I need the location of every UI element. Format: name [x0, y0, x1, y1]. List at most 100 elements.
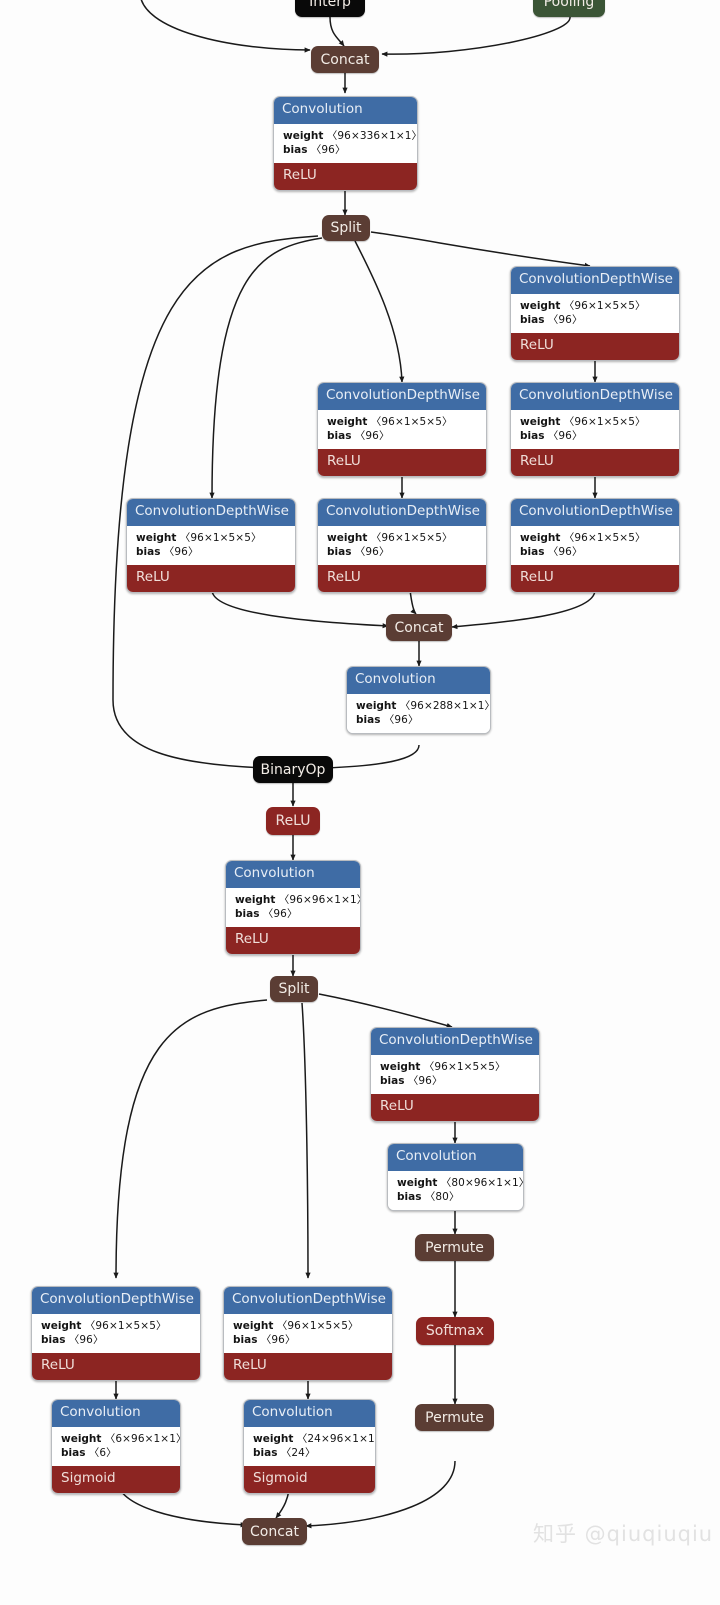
node-dw-r1-c3[interactable]: ConvolutionDepthWise weight 〈96×1×5×5〉 b…: [510, 266, 680, 361]
node-interp-label: Interp: [309, 0, 351, 10]
node-title: ConvolutionDepthWise: [318, 383, 486, 410]
node-dw-r3-c2[interactable]: ConvolutionDepthWise weight 〈96×1×5×5〉 b…: [317, 498, 487, 593]
node-dw-r3-c1[interactable]: ConvolutionDepthWise weight 〈96×1×5×5〉 b…: [126, 498, 296, 593]
node-split-bottom[interactable]: Split: [270, 976, 318, 1002]
param-weight: weight 〈96×1×5×5〉: [520, 531, 646, 544]
param-bias: bias 〈96〉: [283, 144, 346, 157]
param-bias: bias 〈6〉: [61, 1447, 117, 1460]
node-activation: Sigmoid: [52, 1466, 180, 1493]
node-params: weight 〈96×1×5×5〉 bias 〈96〉: [511, 293, 679, 334]
param-weight: weight 〈96×1×5×5〉: [233, 1319, 359, 1332]
node-activation: ReLU: [511, 333, 679, 360]
node-convolution-288[interactable]: Convolution weight 〈96×288×1×1〉 bias 〈96…: [346, 666, 491, 735]
node-activation: ReLU: [511, 449, 679, 476]
param-bias: bias 〈96〉: [233, 1334, 296, 1347]
param-weight: weight 〈6×96×1×1〉: [61, 1432, 181, 1445]
node-dw-attention[interactable]: ConvolutionDepthWise weight 〈96×1×5×5〉 b…: [370, 1027, 540, 1122]
node-params: weight 〈96×1×5×5〉 bias 〈96〉: [371, 1054, 539, 1095]
node-params: weight 〈96×1×5×5〉 bias 〈96〉: [511, 525, 679, 566]
param-weight: weight 〈96×288×1×1〉: [356, 699, 491, 712]
param-weight: weight 〈96×1×5×5〉: [520, 415, 646, 428]
node-interp[interactable]: Interp: [295, 0, 365, 17]
node-binaryop[interactable]: BinaryOp: [253, 756, 333, 783]
node-title: Convolution: [244, 1400, 375, 1427]
node-dw-r3-c3[interactable]: ConvolutionDepthWise weight 〈96×1×5×5〉 b…: [510, 498, 680, 593]
node-activation: ReLU: [274, 163, 417, 190]
node-binaryop-label: BinaryOp: [260, 761, 326, 778]
node-concat-top-label: Concat: [320, 51, 370, 68]
node-title: Convolution: [388, 1144, 523, 1171]
node-relu-label: ReLU: [275, 813, 311, 829]
watermark: 知乎 @qiuqiuqiu: [533, 1522, 714, 1546]
node-title: ConvolutionDepthWise: [32, 1287, 200, 1314]
node-params: weight 〈96×336×1×1〉 bias 〈96〉: [274, 123, 418, 164]
node-activation: ReLU: [127, 565, 295, 592]
param-bias: bias 〈96〉: [380, 1075, 443, 1088]
node-pooling[interactable]: Pooling: [533, 0, 605, 17]
node-convolution-6[interactable]: Convolution weight 〈6×96×1×1〉 bias 〈6〉 S…: [51, 1399, 181, 1494]
node-activation: ReLU: [224, 1353, 392, 1380]
node-title: Convolution: [347, 667, 490, 694]
param-bias: bias 〈96〉: [235, 908, 298, 921]
node-title: Convolution: [52, 1400, 180, 1427]
node-convolution-336[interactable]: Convolution weight 〈96×336×1×1〉 bias 〈96…: [273, 96, 418, 191]
node-title: ConvolutionDepthWise: [511, 267, 679, 294]
node-title: ConvolutionDepthWise: [318, 499, 486, 526]
param-bias: bias 〈96〉: [520, 314, 583, 327]
node-convolution-24[interactable]: Convolution weight 〈24×96×1×1〉 bias 〈24〉…: [243, 1399, 376, 1494]
node-title: ConvolutionDepthWise: [224, 1287, 392, 1314]
node-split-top-label: Split: [330, 220, 362, 236]
node-convolution-96[interactable]: Convolution weight 〈96×96×1×1〉 bias 〈96〉…: [225, 860, 361, 955]
param-weight: weight 〈96×1×5×5〉: [41, 1319, 167, 1332]
node-title: ConvolutionDepthWise: [511, 499, 679, 526]
param-weight: weight 〈96×1×5×5〉: [327, 531, 453, 544]
node-params: weight 〈6×96×1×1〉 bias 〈6〉: [52, 1426, 181, 1467]
node-params: weight 〈96×288×1×1〉 bias 〈96〉: [347, 693, 491, 734]
param-weight: weight 〈96×96×1×1〉: [235, 893, 361, 906]
node-dw-r2-c2[interactable]: ConvolutionDepthWise weight 〈96×1×5×5〉 b…: [317, 382, 487, 477]
node-params: weight 〈96×1×5×5〉 bias 〈96〉: [127, 525, 295, 566]
param-bias: bias 〈96〉: [327, 430, 390, 443]
node-dw-r2-c3[interactable]: ConvolutionDepthWise weight 〈96×1×5×5〉 b…: [510, 382, 680, 477]
param-weight: weight 〈96×336×1×1〉: [283, 129, 418, 142]
node-permute-2-label: Permute: [425, 1409, 484, 1426]
node-concat-mid-label: Concat: [394, 619, 444, 636]
node-title: ConvolutionDepthWise: [127, 499, 295, 526]
param-bias: bias 〈24〉: [253, 1447, 316, 1460]
node-split-bottom-label: Split: [278, 981, 310, 997]
node-activation: ReLU: [371, 1094, 539, 1121]
node-permute-1[interactable]: Permute: [415, 1234, 494, 1261]
node-concat-top[interactable]: Concat: [311, 46, 379, 73]
node-dw-left[interactable]: ConvolutionDepthWise weight 〈96×1×5×5〉 b…: [31, 1286, 201, 1381]
node-concat-bottom[interactable]: Concat: [242, 1518, 307, 1545]
param-weight: weight 〈96×1×5×5〉: [136, 531, 262, 544]
param-weight: weight 〈96×1×5×5〉: [327, 415, 453, 428]
node-params: weight 〈24×96×1×1〉 bias 〈24〉: [244, 1426, 375, 1467]
param-bias: bias 〈96〉: [41, 1334, 104, 1347]
node-concat-bottom-label: Concat: [250, 1523, 299, 1540]
node-activation: ReLU: [32, 1353, 200, 1380]
node-title: ConvolutionDepthWise: [371, 1028, 539, 1055]
node-params: weight 〈96×1×5×5〉 bias 〈96〉: [511, 409, 679, 450]
node-params: weight 〈96×1×5×5〉 bias 〈96〉: [224, 1313, 392, 1354]
node-relu-standalone[interactable]: ReLU: [266, 807, 320, 835]
node-params: weight 〈96×1×5×5〉 bias 〈96〉: [32, 1313, 200, 1354]
node-params: weight 〈96×96×1×1〉 bias 〈96〉: [226, 887, 361, 928]
node-dw-center[interactable]: ConvolutionDepthWise weight 〈96×1×5×5〉 b…: [223, 1286, 393, 1381]
param-bias: bias 〈80〉: [397, 1191, 460, 1204]
node-softmax[interactable]: Softmax: [416, 1317, 494, 1345]
node-convolution-80[interactable]: Convolution weight 〈80×96×1×1〉 bias 〈80〉: [387, 1143, 524, 1212]
node-title: ConvolutionDepthWise: [511, 383, 679, 410]
node-permute-2[interactable]: Permute: [415, 1404, 494, 1431]
param-weight: weight 〈80×96×1×1〉: [397, 1176, 524, 1189]
param-bias: bias 〈96〉: [136, 546, 199, 559]
param-weight: weight 〈96×1×5×5〉: [380, 1060, 506, 1073]
node-params: weight 〈96×1×5×5〉 bias 〈96〉: [318, 525, 486, 566]
param-bias: bias 〈96〉: [356, 714, 419, 727]
node-split-top[interactable]: Split: [322, 215, 370, 241]
node-activation: ReLU: [511, 565, 679, 592]
param-bias: bias 〈96〉: [520, 430, 583, 443]
node-activation: ReLU: [226, 927, 360, 954]
node-concat-mid[interactable]: Concat: [386, 614, 452, 641]
node-activation: ReLU: [318, 449, 486, 476]
